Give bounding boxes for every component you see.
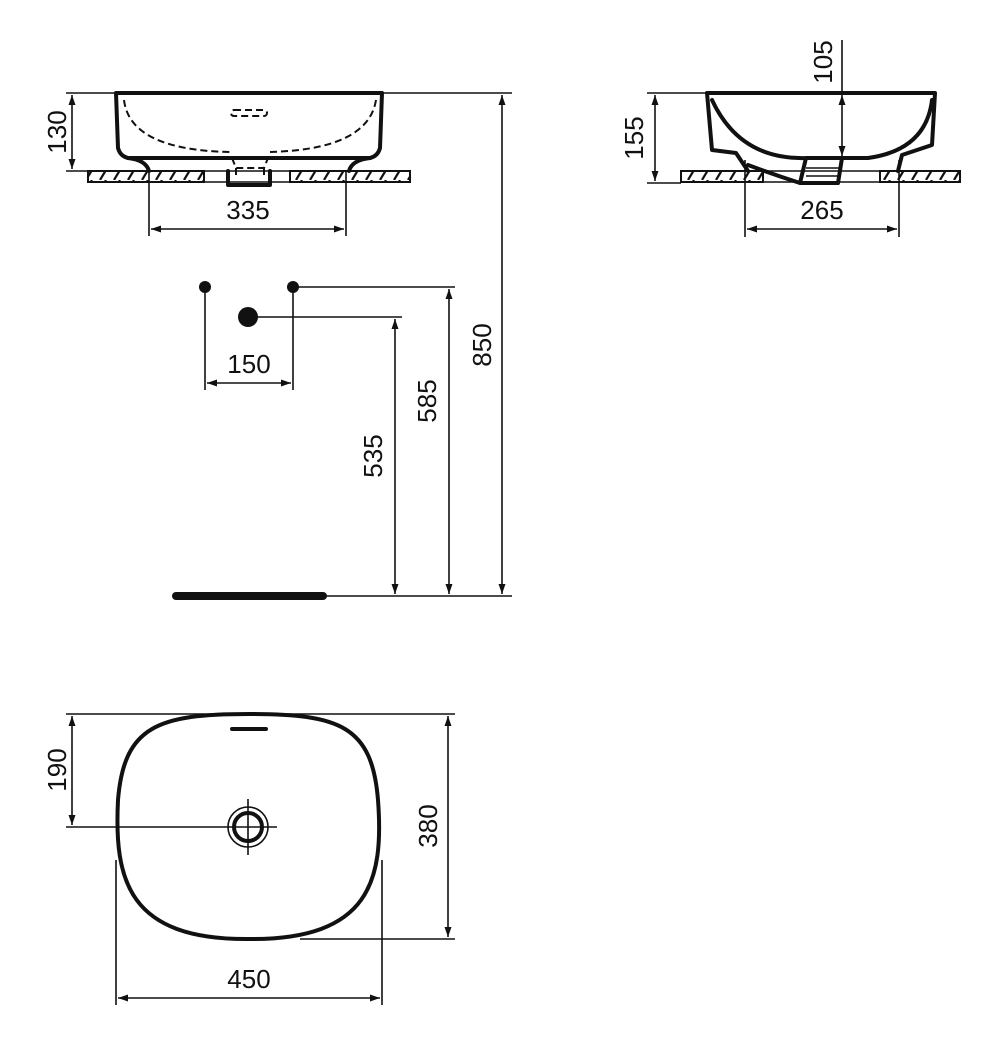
svg-text:190: 190 [42,748,72,791]
hidden-bowl-line [123,99,377,153]
dimension-130: 130 [42,92,116,172]
svg-text:265: 265 [800,195,843,225]
dimension-105: 105 [808,40,846,156]
dimension-155: 155 [619,92,707,184]
svg-text:380: 380 [413,804,443,847]
dimension-535: 535 [358,319,399,594]
basin-side-outline [705,91,937,185]
svg-text:850: 850 [467,323,497,366]
waste-outlet [226,169,272,187]
svg-text:155: 155 [619,116,649,159]
dimension-190: 190 [42,716,76,825]
svg-text:130: 130 [42,110,72,153]
countertop-slab-side [680,170,961,183]
dimension-335: 335 [148,171,347,236]
dimension-380: 380 [413,716,452,937]
svg-text:585: 585 [412,379,442,422]
svg-text:450: 450 [227,964,270,994]
svg-text:535: 535 [358,434,388,477]
side-view: 105 155 265 [619,40,961,237]
dimension-150: 150 [207,349,291,387]
countertop-slab [87,170,411,183]
dimension-450: 450 [118,964,380,1002]
svg-text:335: 335 [226,195,269,225]
overflow-slot [230,109,268,117]
svg-text:105: 105 [808,40,838,83]
waste-outlet-plan [227,799,277,855]
dimension-585: 585 [412,289,453,594]
dimension-850: 850 [467,95,506,594]
dimension-265: 265 [744,160,900,237]
basin-plan-outline [115,712,382,942]
svg-text:150: 150 [227,349,270,379]
installation-view: 150 535 585 850 [172,95,512,600]
plan-view: 190 380 450 [42,712,455,1005]
front-view: 130 335 [42,91,411,236]
